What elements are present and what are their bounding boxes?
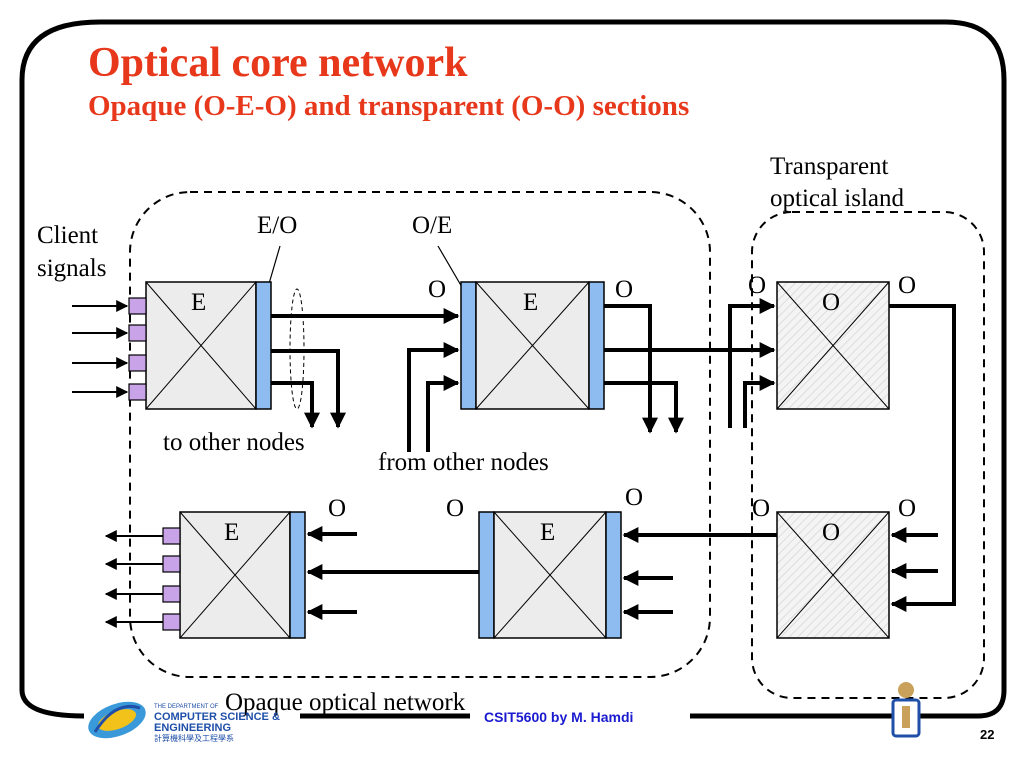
client-port — [128, 354, 147, 372]
client-port — [128, 383, 147, 401]
footer-credit: CSIT5600 by M. Hamdi — [484, 709, 633, 725]
client-port — [128, 324, 147, 342]
client-port — [162, 555, 181, 573]
client-port — [162, 613, 181, 631]
port-label: O — [328, 495, 346, 522]
client-port — [128, 297, 147, 315]
node-bottom-left — [162, 511, 306, 639]
transparent-island-label-line1: Transparent — [770, 153, 889, 180]
link-arrow — [426, 375, 460, 452]
client-signals-label-line2: signals — [37, 255, 106, 282]
links — [72, 288, 956, 628]
link-arrow — [604, 381, 684, 434]
node-top-right-label: O — [822, 289, 840, 316]
to-other-nodes-label: to other nodes — [163, 429, 305, 456]
opaque-network-label: Opaque optical network — [225, 689, 466, 716]
port-label: O — [898, 272, 916, 299]
port-label: O — [748, 272, 766, 299]
client-port — [162, 527, 181, 545]
signal-group-ellipse — [289, 288, 305, 410]
port-label: O — [898, 495, 916, 522]
from-other-nodes-label: from other nodes — [378, 449, 549, 476]
department-logo — [88, 701, 146, 739]
slide-title: Optical core network — [88, 40, 468, 86]
dept-line2: COMPUTER SCIENCE & — [154, 711, 280, 723]
port-label: O — [428, 276, 446, 303]
eo-transceiver-bar — [255, 281, 272, 410]
link-arrow — [889, 304, 956, 612]
node-bottom-right — [776, 511, 890, 639]
node-bottom-right-label: O — [822, 519, 840, 546]
port-label: O — [752, 495, 770, 522]
eo-label: E/O — [257, 212, 297, 239]
port-label: O — [446, 495, 464, 522]
node-bottom-mid-label: E — [540, 519, 555, 546]
node-top-right — [776, 281, 890, 410]
link-arrow — [407, 342, 460, 452]
dept-line1: THE DEPARTMENT OF — [154, 704, 219, 710]
transparent-island-label-line2: optical island — [770, 185, 904, 212]
page-number: 22 — [980, 727, 994, 742]
link-arrow — [604, 304, 658, 434]
link-arrow — [728, 298, 776, 428]
transparent-island-region — [751, 211, 985, 699]
port-label: O — [615, 276, 633, 303]
opaque-network-region — [129, 191, 711, 678]
university-logo — [891, 682, 921, 738]
node-top-left-label: E — [191, 289, 206, 316]
client-port — [162, 585, 181, 603]
dept-line4: 計算機科學及工程學系 — [154, 733, 234, 743]
slide-subtitle: Opaque (O-E-O) and transparent (O-O) sec… — [88, 90, 689, 122]
link-arrow — [271, 381, 320, 429]
client-signals-label-line1: Client — [37, 222, 98, 249]
dept-line3: ENGINEERING — [154, 722, 231, 734]
oe-label: O/E — [412, 212, 452, 239]
node-top-mid-label: E — [523, 289, 538, 316]
node-top-mid — [460, 281, 605, 410]
link-arrow — [743, 375, 776, 428]
node-bottom-mid — [478, 511, 622, 639]
link-arrow — [271, 349, 346, 429]
node-bottom-left-label: E — [224, 519, 239, 546]
node-top-left — [128, 281, 272, 410]
port-label: O — [625, 484, 643, 511]
